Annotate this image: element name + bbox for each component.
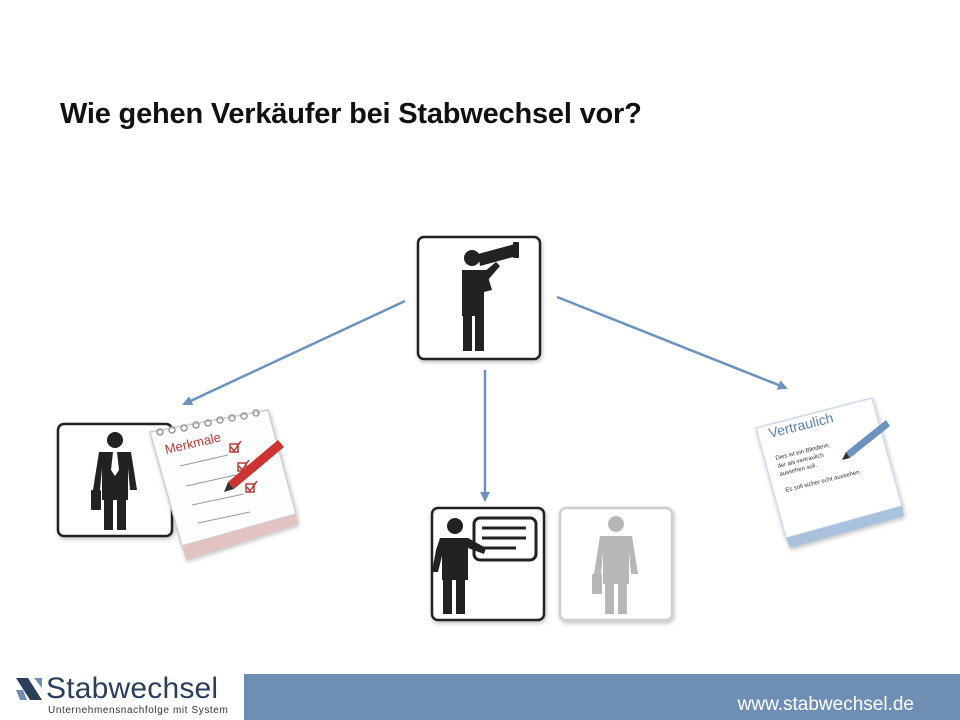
checkbox-icons bbox=[229, 440, 258, 493]
businessman-icon bbox=[91, 432, 137, 530]
website-link[interactable]: www.stabwechsel.de bbox=[737, 694, 914, 715]
footer-band: www.stabwechsel.de bbox=[244, 674, 960, 720]
brand-tagline: Unternehmensnachfolge mit System bbox=[48, 705, 229, 716]
confidential-notepad bbox=[755, 397, 904, 548]
brand-name: Stabwechsel bbox=[46, 672, 219, 705]
footer: Stabwechsel Unternehmensnachfolge mit Sy… bbox=[0, 668, 960, 720]
red-pen-icon bbox=[224, 440, 284, 492]
arrow-left bbox=[182, 299, 406, 406]
arrow-right bbox=[556, 295, 788, 390]
slide-title: Wie gehen Verkäufer bei Stabwechsel vor? bbox=[60, 98, 642, 130]
notepad-spiral bbox=[156, 409, 260, 436]
telescope-person-icon bbox=[462, 242, 519, 351]
stabwechsel-logo-icon bbox=[16, 678, 42, 700]
blue-pen-icon bbox=[842, 420, 890, 460]
presenter-icon bbox=[432, 516, 538, 614]
brand-logo: Stabwechsel Unternehmensnachfolge mit Sy… bbox=[0, 668, 244, 720]
checklist-lines bbox=[179, 454, 251, 524]
faded-businessman-icon bbox=[592, 516, 638, 614]
